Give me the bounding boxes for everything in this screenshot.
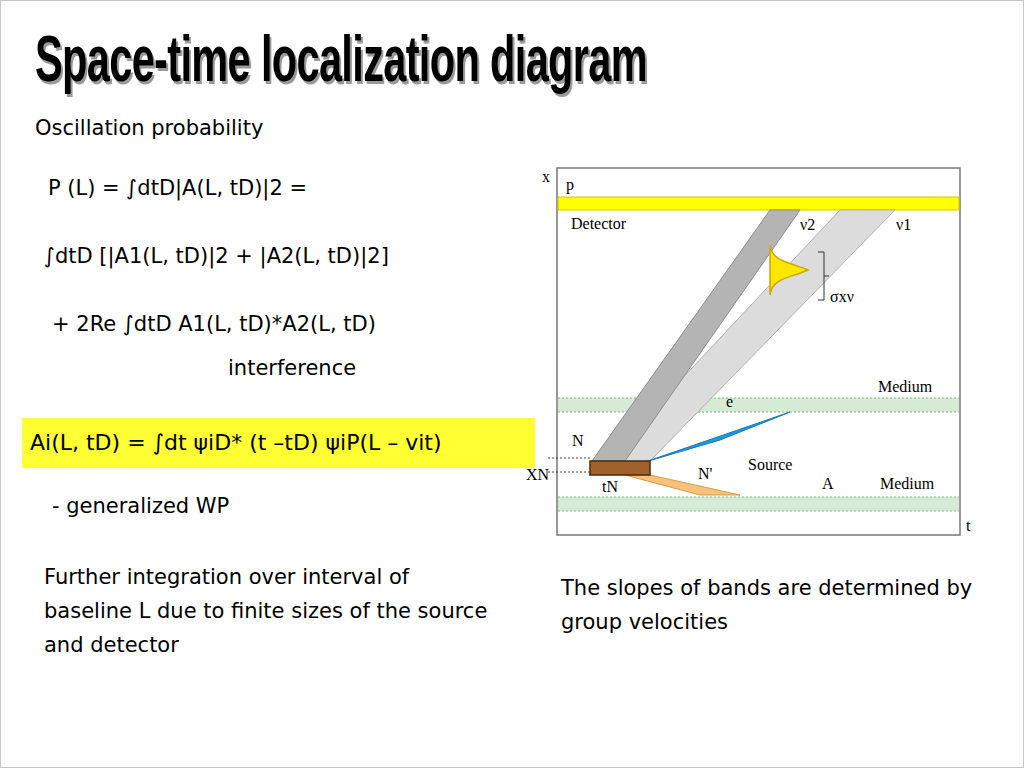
dotted-guide	[548, 458, 590, 459]
particle-label: N	[572, 432, 584, 450]
medium-edge	[558, 497, 959, 498]
width-label: σxν	[830, 288, 854, 306]
beam-label: ν1	[896, 216, 911, 234]
particle-label: N'	[698, 465, 712, 483]
width-bracket	[818, 252, 824, 300]
particle-label: A	[822, 475, 834, 493]
axis-label: t	[966, 517, 970, 535]
heading-text: Oscillation probability	[35, 116, 263, 140]
formula: Ai(L, tD) = ∫dt ψiD* (t –tD) ψiP(L – vit…	[30, 430, 527, 455]
time-label: tN	[602, 478, 618, 496]
axis-label: x	[542, 168, 550, 186]
formula: P (L) = ∫dtD|A(L, tD)|2 =	[48, 176, 307, 200]
formula: + 2Re ∫dtD A1(L, tD)*A2(L, tD)	[52, 312, 376, 336]
diagram-frame	[557, 168, 960, 535]
electron-wedge	[645, 412, 790, 462]
position-label: XN	[526, 466, 549, 484]
medium-edge	[558, 511, 959, 512]
source-label: Source	[748, 456, 792, 474]
band-label: Medium	[880, 475, 934, 493]
annotation: - generalized WP	[52, 494, 229, 518]
band-label: Medium	[878, 378, 932, 396]
medium-band	[558, 497, 959, 511]
medium-edge	[558, 398, 959, 399]
nu2-band	[592, 210, 800, 461]
highlight-box: Ai(L, tD) = ∫dt ψiD* (t –tD) ψiP(L – vit…	[22, 418, 535, 468]
note-text: The slopes of bands are determined by gr…	[561, 571, 981, 639]
band-label: Detector	[571, 215, 626, 233]
medium-band	[558, 398, 959, 412]
dotted-guide	[548, 472, 590, 473]
detector-band	[558, 197, 959, 210]
band-label: p	[566, 176, 574, 194]
recoil-wedge	[625, 475, 740, 495]
beam-label: ν2	[800, 216, 815, 234]
annotation: interference	[228, 356, 356, 380]
wave-packet	[770, 245, 808, 295]
note-text: Further integration over interval of bas…	[44, 560, 499, 662]
medium-edge	[558, 412, 959, 413]
source-block	[590, 461, 650, 475]
particle-label: e	[726, 393, 733, 411]
formula: ∫dtD [|A1(L, tD)|2 + |A2(L, tD)|2]	[44, 244, 389, 268]
width-bracket	[824, 276, 829, 277]
slide-title: Space-time localization diagram	[35, 22, 647, 96]
